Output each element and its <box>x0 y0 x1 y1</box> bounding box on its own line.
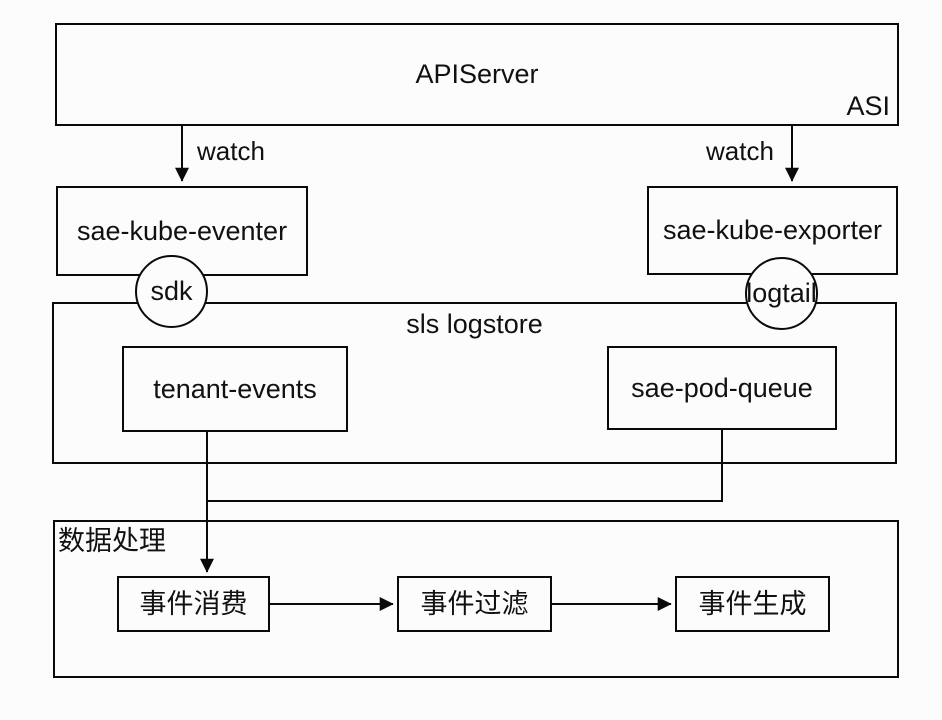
apiserver-label: APIServer <box>415 59 539 89</box>
data-processing-label: 数据处理 <box>58 526 166 556</box>
asi-label: ASI <box>846 91 890 121</box>
node-event-generate: 事件生成 <box>675 576 830 632</box>
logtail-label: logtail <box>746 278 817 308</box>
node-tenant-events: tenant-events <box>122 346 348 432</box>
node-data-processing <box>53 520 899 678</box>
sdk-label: sdk <box>150 276 193 306</box>
sae-kube-eventer-label: sae-kube-eventer <box>76 215 288 246</box>
node-sae-pod-queue: sae-pod-queue <box>607 346 837 430</box>
node-event-consume: 事件消费 <box>117 576 270 632</box>
sae-kube-exporter-label: sae-kube-exporter <box>662 215 883 245</box>
node-event-filter: 事件过滤 <box>397 576 552 632</box>
sae-pod-queue-label: sae-pod-queue <box>631 372 813 403</box>
watch-label-left: watch <box>197 136 265 166</box>
event-consume-label: 事件消费 <box>139 588 248 619</box>
node-logtail-circle: logtail <box>745 257 818 330</box>
event-filter-label: 事件过滤 <box>420 588 529 619</box>
sls-logstore-label: sls logstore <box>406 309 543 339</box>
node-apiserver: APIServer ASI <box>55 23 899 126</box>
tenant-events-label: tenant-events <box>153 373 317 404</box>
node-sdk-circle: sdk <box>135 255 208 328</box>
watch-label-right: watch <box>706 136 774 166</box>
event-generate-label: 事件生成 <box>698 588 807 619</box>
